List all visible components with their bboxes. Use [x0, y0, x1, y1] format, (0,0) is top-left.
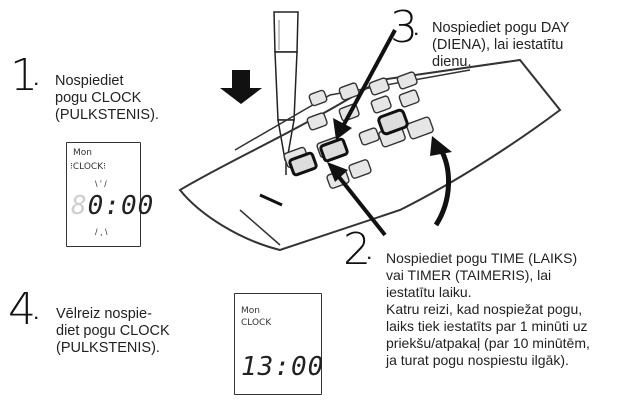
- step4-line: Vēlreiz nospie-: [56, 306, 152, 322]
- step3-line: Nospiediet pogu DAY: [432, 20, 570, 36]
- time-button: [319, 137, 349, 163]
- step2-line: laiks tiek iestatīts par 1 minūti uz: [386, 318, 588, 334]
- blink-marks: / , \: [95, 227, 108, 237]
- lcd-day: Mon: [241, 306, 260, 316]
- lcd-mode-label: CLOCK: [72, 162, 104, 172]
- blink-marks: ⁝: [70, 162, 73, 172]
- step4-line: (PULKSTENIS).: [56, 340, 160, 356]
- lcd-time: 80:00: [71, 191, 154, 221]
- step3-line: dienu.: [432, 54, 472, 70]
- step3-line: (DIENA), lai iestatītu: [432, 37, 564, 53]
- blink-marks: \ ' /: [95, 179, 107, 189]
- step2-line: Katru reizi, kad nospiežat pogu,: [386, 301, 583, 317]
- step2-dot: .: [367, 246, 372, 263]
- step3-number: 3: [390, 2, 418, 53]
- blink-marks: ⁝: [103, 162, 106, 172]
- lcd-display-step4: Mon CLOCK 813:00: [234, 293, 324, 395]
- step1-text: Nospiediet pogu CLOCK (PULKSTENIS).: [55, 73, 159, 124]
- step2-text: Nospiediet pogu TIME (LAIKS) vai TIMER (…: [386, 250, 641, 369]
- arrow-step3-icon: [333, 29, 397, 140]
- lcd-ghost-digit: 8: [71, 191, 88, 221]
- step1-number: 1: [10, 50, 38, 101]
- arrow-step2-icon: [327, 162, 387, 237]
- curved-arrow-icon: [430, 136, 452, 227]
- step2-line: iestatītu laiku.: [386, 284, 472, 300]
- step3-text: Nospiediet pogu DAY (DIENA), lai iestatī…: [432, 20, 570, 71]
- lcd-time: 813:00: [241, 352, 324, 382]
- step1-line: (PULKSTENIS).: [55, 107, 159, 123]
- day-button: [377, 108, 409, 136]
- lcd-time-value: 13:00: [241, 352, 325, 382]
- step2-line: priekšu/atpakaļ (par 10 minūtēm,: [386, 335, 590, 351]
- lcd-display-step1: Mon ⁝CLOCK⁝ \ ' / 80:00 / , \: [66, 142, 153, 247]
- step4-number: 4: [8, 284, 36, 335]
- step4-line: diet pogu CLOCK: [56, 323, 170, 339]
- step3-dot: .: [414, 22, 419, 39]
- step1-dot: .: [34, 72, 39, 89]
- lcd-time-value: 0:00: [87, 191, 155, 221]
- down-arrow-icon: [220, 70, 262, 104]
- lcd-mode: CLOCK: [241, 318, 272, 328]
- clock-button: [288, 151, 318, 177]
- lcd-mode: ⁝CLOCK⁝: [70, 162, 106, 172]
- step4-dot: .: [34, 306, 39, 323]
- step2-number: 2: [343, 224, 371, 275]
- step4-text: Vēlreiz nospie- diet pogu CLOCK (PULKSTE…: [56, 306, 170, 357]
- step2-line: Nospiediet pogu TIME (LAIKS): [386, 250, 578, 266]
- step1-line: pogu CLOCK: [55, 90, 142, 106]
- step2-line: vai TIMER (TAIMERIS), lai: [386, 267, 552, 283]
- lcd-day: Mon: [73, 148, 92, 158]
- pen-icon: [273, 11, 299, 175]
- step1-line: Nospiediet: [55, 73, 124, 89]
- step2-line: ja turat pogu nospiestu ilgāk).: [386, 352, 569, 368]
